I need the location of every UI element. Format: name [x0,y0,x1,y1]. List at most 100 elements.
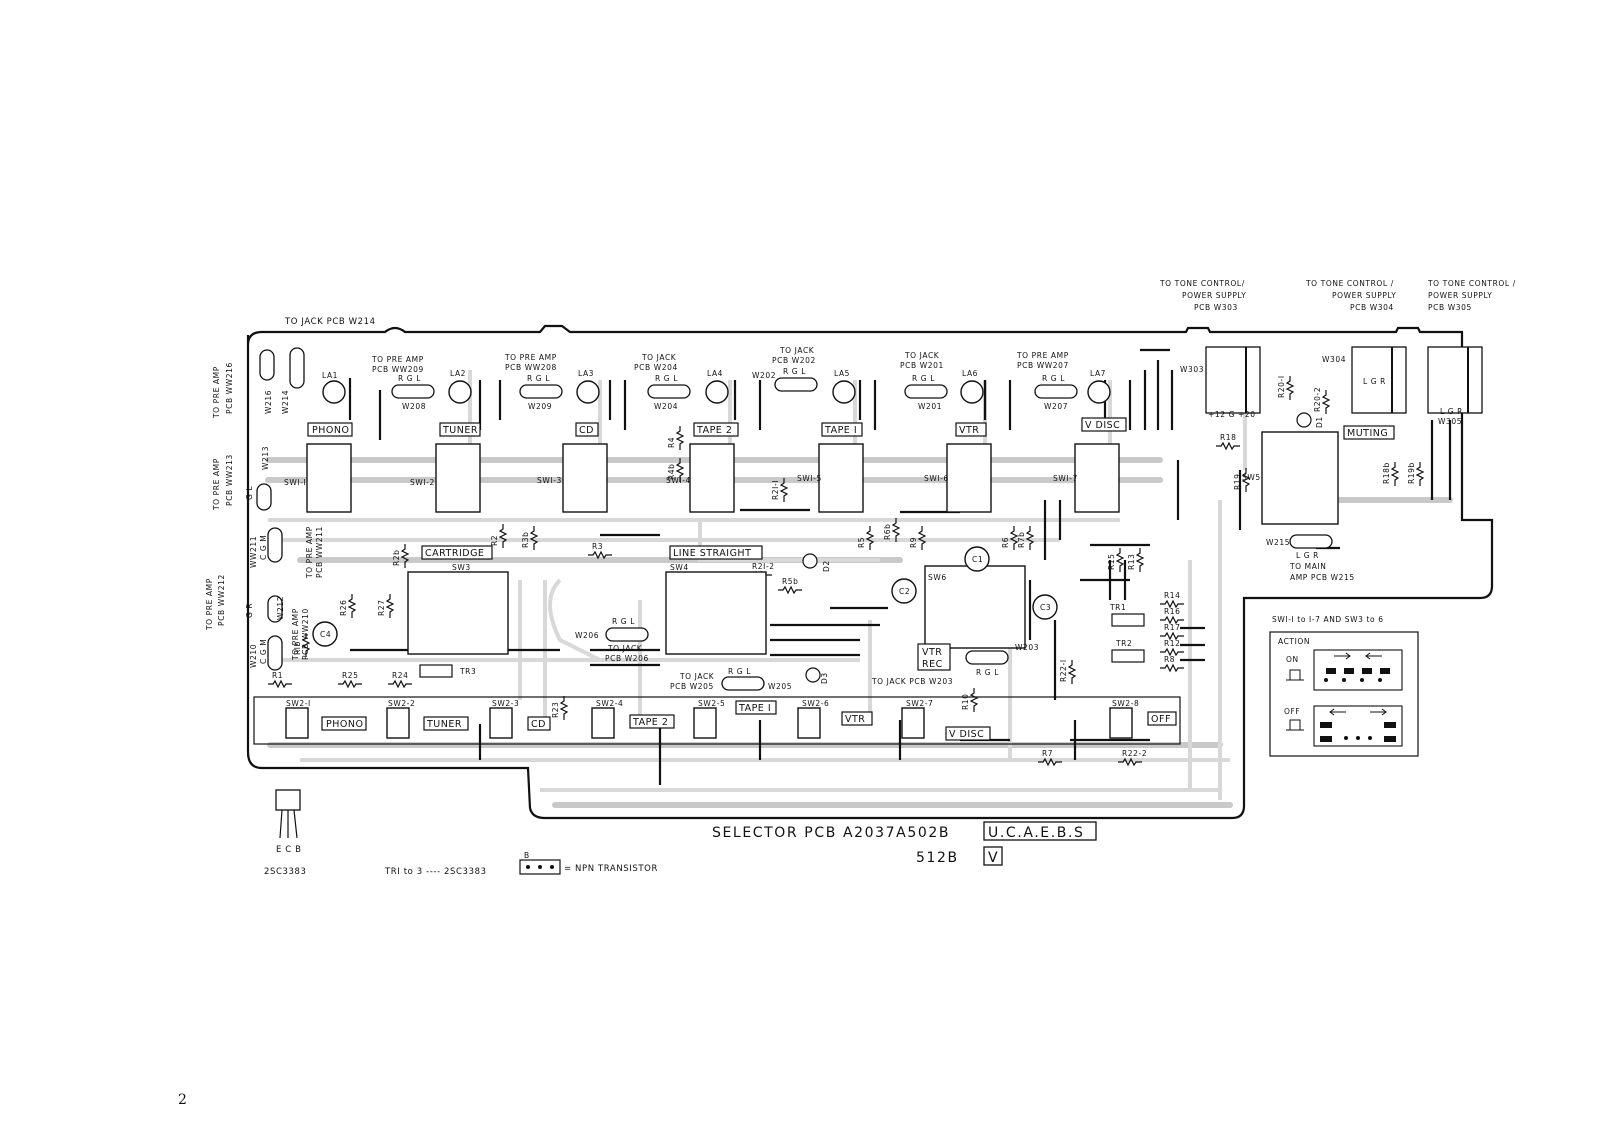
label-pre-amp-ww213-pcb: PCB WW213 [225,454,234,506]
npn-legend-dots [526,865,554,869]
label-pre-amp-ww209: TO PRE AMP [371,355,424,364]
label-pre-amp-ww210: TO PRE AMP [291,608,300,661]
sw2-subboard [253,696,1181,745]
pins-rgl-w201: R G L [912,374,935,383]
tone-connectors [1205,346,1483,414]
sw2-label-cd: CD [531,719,546,730]
resistor-r3-symbol [588,550,612,560]
ref-w202: W202 [752,371,776,380]
label-pre-amp-ww210-pcb: PCB WW210 [301,608,310,660]
resistor-r22-2-label: R22-2 [1122,749,1147,758]
resistor-r25-label: R25 [342,671,359,680]
resistor-r22-i-symbol [1067,660,1077,684]
pins-lgr-w215: L G R [1296,551,1319,560]
label-tone-w303-pcb: PCB W303 [1194,303,1238,312]
label-jack-w201-pcb: PCB W201 [900,361,944,370]
resistor-r1-symbol [268,679,292,689]
pcb-variant-sub: V [988,850,999,866]
cap-c2: C2 [899,587,910,596]
ref-w201: W201 [918,402,942,411]
resistor-r8-label: R8 [1164,655,1175,664]
resistor-r16-label: R16 [1164,607,1181,616]
sw2-2: SW2-2 [388,699,415,708]
resistor-r14-symbol [1160,599,1184,609]
resistor-r7b-symbol [1025,526,1035,550]
ref-ww211: WW211 [249,536,258,568]
lamp-la5: LA5 [834,369,850,378]
resistor-r23-symbol [559,696,569,720]
jumpers-top [348,360,1452,560]
resistor-r2i-i-label: R2I-I [771,480,780,500]
ref-w304: W304 [1322,355,1346,364]
resistor-rlb-label: Rlb [293,641,302,655]
pcb-sub: 512B [916,850,959,866]
btn-label-vdisc: V DISC [1085,420,1120,431]
tr3: TR3 [459,667,476,676]
resistor-r5-symbol [865,526,875,550]
resistor-r2b-label: R2b [392,549,401,566]
label-pre-amp-ww213: TO PRE AMP [212,458,221,511]
resistor-r4b-label: R4b [667,463,676,480]
btn-label-line-straight: LINE STRAIGHT [673,548,751,559]
legend-transistor-part: 2SC3383 [264,867,307,877]
label-pre-amp-ww208-pcb: PCB WW208 [505,363,557,372]
resistor-r26-label: R26 [339,599,348,616]
lamps [322,380,1111,404]
resistor-r8-symbol [1160,663,1184,673]
resistor-r5b-symbol [778,585,802,595]
sw2-label-boxes [321,700,1177,741]
resistor-rlb-symbol [301,633,311,657]
resistor-r7-symbol [1038,757,1062,767]
pins-rgl-w205: R G L [728,667,751,676]
sw2-4: SW2-4 [596,699,623,708]
action-label: ACTION [1278,637,1310,646]
resistor-r20-i-label: R20-I [1277,375,1286,398]
ref-w203: W203 [1015,643,1039,652]
sw1-7: SWI-7 [1053,474,1078,483]
pins-gr: G R [245,603,254,618]
action-off: OFF [1284,707,1300,716]
resistor-r20-i-symbol [1285,376,1295,400]
resistor-r14-label: R14 [1164,591,1181,600]
action-symbols [1286,652,1396,742]
resistor-r4b-symbol [675,458,685,482]
sw1-switch-blocks [306,431,1339,655]
btn-label-vtr-rec-1: VTR [922,647,942,658]
label-jack-w206-pcb: PCB W206 [605,654,649,663]
resistor-r2i-i-symbol [779,478,789,502]
btn-label-muting: MUTING [1347,428,1388,439]
resistor-symbols [268,376,1425,767]
pins-rgl-w206: R G L [612,617,635,626]
resistor-r12-label: R12 [1164,639,1181,648]
label-jack-w205-pcb: PCB W205 [670,682,714,691]
ref-w303: W303 [1180,365,1204,374]
label-pre-amp-ww211-pcb: PCB WW211 [315,526,324,578]
transistor-pads [419,613,1145,678]
label-jack-w214: TO JACK PCB W214 [284,317,376,327]
resistor-r2-symbol [498,524,508,548]
selector-label-boxes [307,417,1395,671]
label-tone-w303: TO TONE CONTROL/ [1159,279,1245,288]
action-heading: SWI-I to I-7 AND SW3 to 6 [1272,615,1384,624]
resistor-r6-symbol [1009,526,1019,550]
resistor-r19-symbol [1241,468,1251,492]
cap-c3: C3 [1040,603,1051,612]
ref-w208: W208 [402,402,426,411]
pins-psu: +12 G +20 [1208,410,1256,419]
sw2-label-vtr: VTR [845,714,865,725]
label-tone-w305-pcb: PCB W305 [1428,303,1472,312]
label-pre-amp-ww209-pcb: PCB WW209 [372,365,424,374]
resistor-r24-label: R24 [392,671,409,680]
lamp-la6: LA6 [962,369,978,378]
resistor-r16-symbol [1160,615,1184,625]
tr2: TR2 [1115,639,1132,648]
lamp-la4: LA4 [707,369,723,378]
label-main-amp-pcb: AMP PCB W215 [1290,573,1355,582]
pins-cgm-1: C G M [259,535,268,560]
pins-gl: G L [245,486,254,500]
sw2-6: SW2-6 [802,699,829,708]
resistor-r9-label: R9 [909,537,918,548]
sw1-1: SWI-I [284,478,306,487]
resistor-r17-symbol [1160,631,1184,641]
